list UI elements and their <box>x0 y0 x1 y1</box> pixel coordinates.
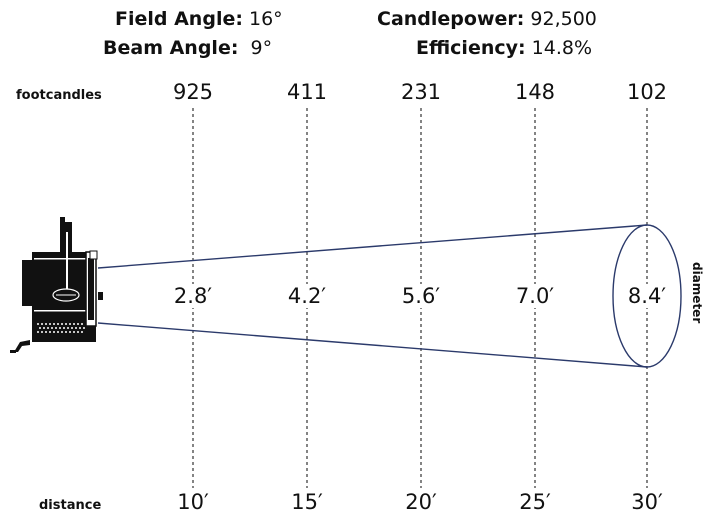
efficiency: Efficiency: 14.8% <box>416 37 592 59</box>
distance-value: 10′ <box>177 490 209 514</box>
field-angle-label: Field Angle: <box>115 8 243 30</box>
footcandles-value: 411 <box>286 80 328 104</box>
distance-label: distance <box>39 498 102 513</box>
diameter-value: 8.4′ <box>625 284 669 308</box>
diameter-value: 4.2′ <box>285 284 329 308</box>
efficiency-label: Efficiency: <box>416 37 526 59</box>
distance-value: 25′ <box>519 490 551 514</box>
distance-value: 15′ <box>291 490 323 514</box>
footcandles-label: footcandles <box>16 88 102 103</box>
candlepower-value: 92,500 <box>530 8 597 30</box>
distance-value: 20′ <box>405 490 437 514</box>
candlepower: Candlepower: 92,500 <box>377 8 597 30</box>
diameter-value: 5.6′ <box>399 284 443 308</box>
beam-edge-bottom <box>97 322 648 368</box>
field-angle: Field Angle: 16° <box>115 8 283 30</box>
beam-angle-value: 9° <box>250 37 273 59</box>
field-angle-value: 16° <box>248 8 283 30</box>
beam-edge-top <box>97 224 648 269</box>
fresnel-light-fixture-icon <box>10 217 103 353</box>
beam-end-ellipse <box>612 224 682 368</box>
diameter-value: 7.0′ <box>513 284 557 308</box>
distance-value: 30′ <box>631 490 663 514</box>
footcandles-value: 231 <box>400 80 442 104</box>
beam-cone <box>97 224 682 368</box>
beam-angle: Beam Angle: 9° <box>103 37 272 59</box>
footcandles-value: 148 <box>514 80 556 104</box>
efficiency-value: 14.8% <box>531 37 593 59</box>
beam-angle-label: Beam Angle: <box>103 37 239 59</box>
footcandles-value: 102 <box>626 80 668 104</box>
footcandles-value: 925 <box>172 80 214 104</box>
diameter-value: 2.8′ <box>171 284 215 308</box>
candlepower-label: Candlepower: <box>377 8 525 30</box>
